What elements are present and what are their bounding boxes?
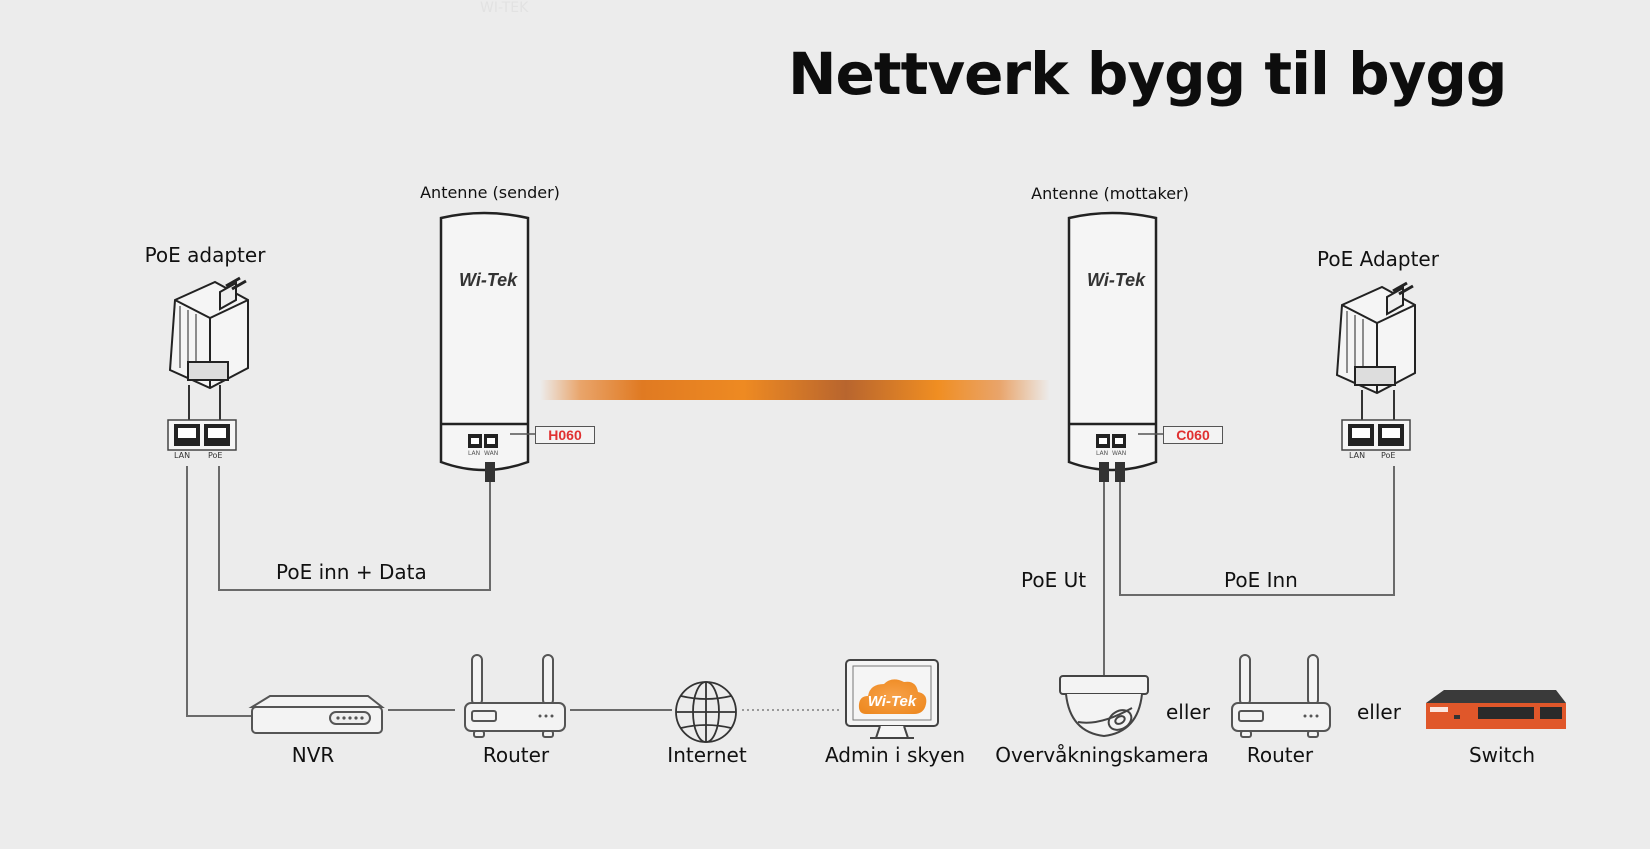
poe-adapter-right-icon [1335, 281, 1416, 395]
antenna-receiver-model-tag: C060 [1163, 426, 1223, 444]
cable-poe-in-data [218, 466, 491, 591]
cable-label-poe-in: PoE Inn [1224, 568, 1298, 592]
or-label-2: eller [1357, 700, 1401, 724]
or-label-1: eller [1166, 700, 1210, 724]
antenna-receiver-wan-label: WAN [1112, 450, 1127, 457]
antenna-sender-lan-label: LAN [468, 450, 481, 457]
cable-lan-to-nvr [186, 466, 252, 717]
antenna-sender-model-tag: H060 [535, 426, 595, 444]
antenna-receiver-brand: Wi-Tek [1087, 270, 1146, 290]
antenna-sender-wan-label: WAN [484, 450, 499, 457]
switch-icon [1426, 690, 1566, 729]
router-right-label: Router [1246, 743, 1314, 767]
cloud-icon [858, 679, 927, 714]
camera-label: Overvåkningskamera [995, 743, 1209, 767]
cable-label-poe-out: PoE Ut [1021, 568, 1087, 592]
cloud-admin-monitor-icon [845, 659, 939, 739]
page-title: Nettverk bygg til bygg [788, 40, 1507, 108]
cable-poe-in [1119, 466, 1395, 596]
adapter-right-lan-label: LAN [1349, 451, 1366, 460]
poe-adapter-left-icon [168, 276, 249, 390]
cable-label-poe-in-data: PoE inn + Data [276, 560, 427, 584]
poe-adapter-left-ports [167, 419, 237, 451]
antenna-sender-brand: Wi-Tek [459, 270, 518, 290]
cloud-brand-text: Wi-Tek [868, 693, 917, 710]
adapter-right-poe-label: PoE [1381, 451, 1396, 460]
nvr-icon [248, 695, 385, 734]
antenna-receiver-ports [1096, 434, 1126, 482]
antenna-sender-icon [439, 211, 530, 472]
antenna-sender-label: Antenne (sender) [420, 183, 560, 202]
poe-adapter-left-label: PoE adapter [144, 243, 266, 267]
dome-camera-icon [1059, 675, 1149, 738]
router-left-label: Router [482, 743, 550, 767]
antenna-receiver-icon [1067, 211, 1158, 472]
internet-label: Internet [667, 743, 747, 767]
antenna-receiver-lan-label: LAN [1096, 450, 1109, 457]
antenna-sender-ports [468, 434, 498, 482]
antenna-receiver-label: Antenne (mottaker) [1031, 184, 1189, 203]
cloud-admin-label: Admin i skyen [824, 743, 966, 767]
switch-label: Switch [1468, 743, 1536, 767]
nvr-label: NVR [291, 743, 335, 767]
router-left-icon [464, 654, 566, 738]
watermark-logo: WI-TEK [480, 0, 529, 16]
router-right-icon [1231, 654, 1331, 738]
poe-adapter-right-label: PoE Adapter [1317, 247, 1439, 271]
wireless-link-beam [540, 380, 1050, 400]
poe-adapter-right-ports [1341, 419, 1411, 451]
internet-globe-icon [675, 681, 737, 743]
cables [186, 466, 1395, 717]
adapter-left-lan-label: LAN [174, 451, 191, 460]
adapter-left-poe-label: PoE [208, 451, 223, 460]
